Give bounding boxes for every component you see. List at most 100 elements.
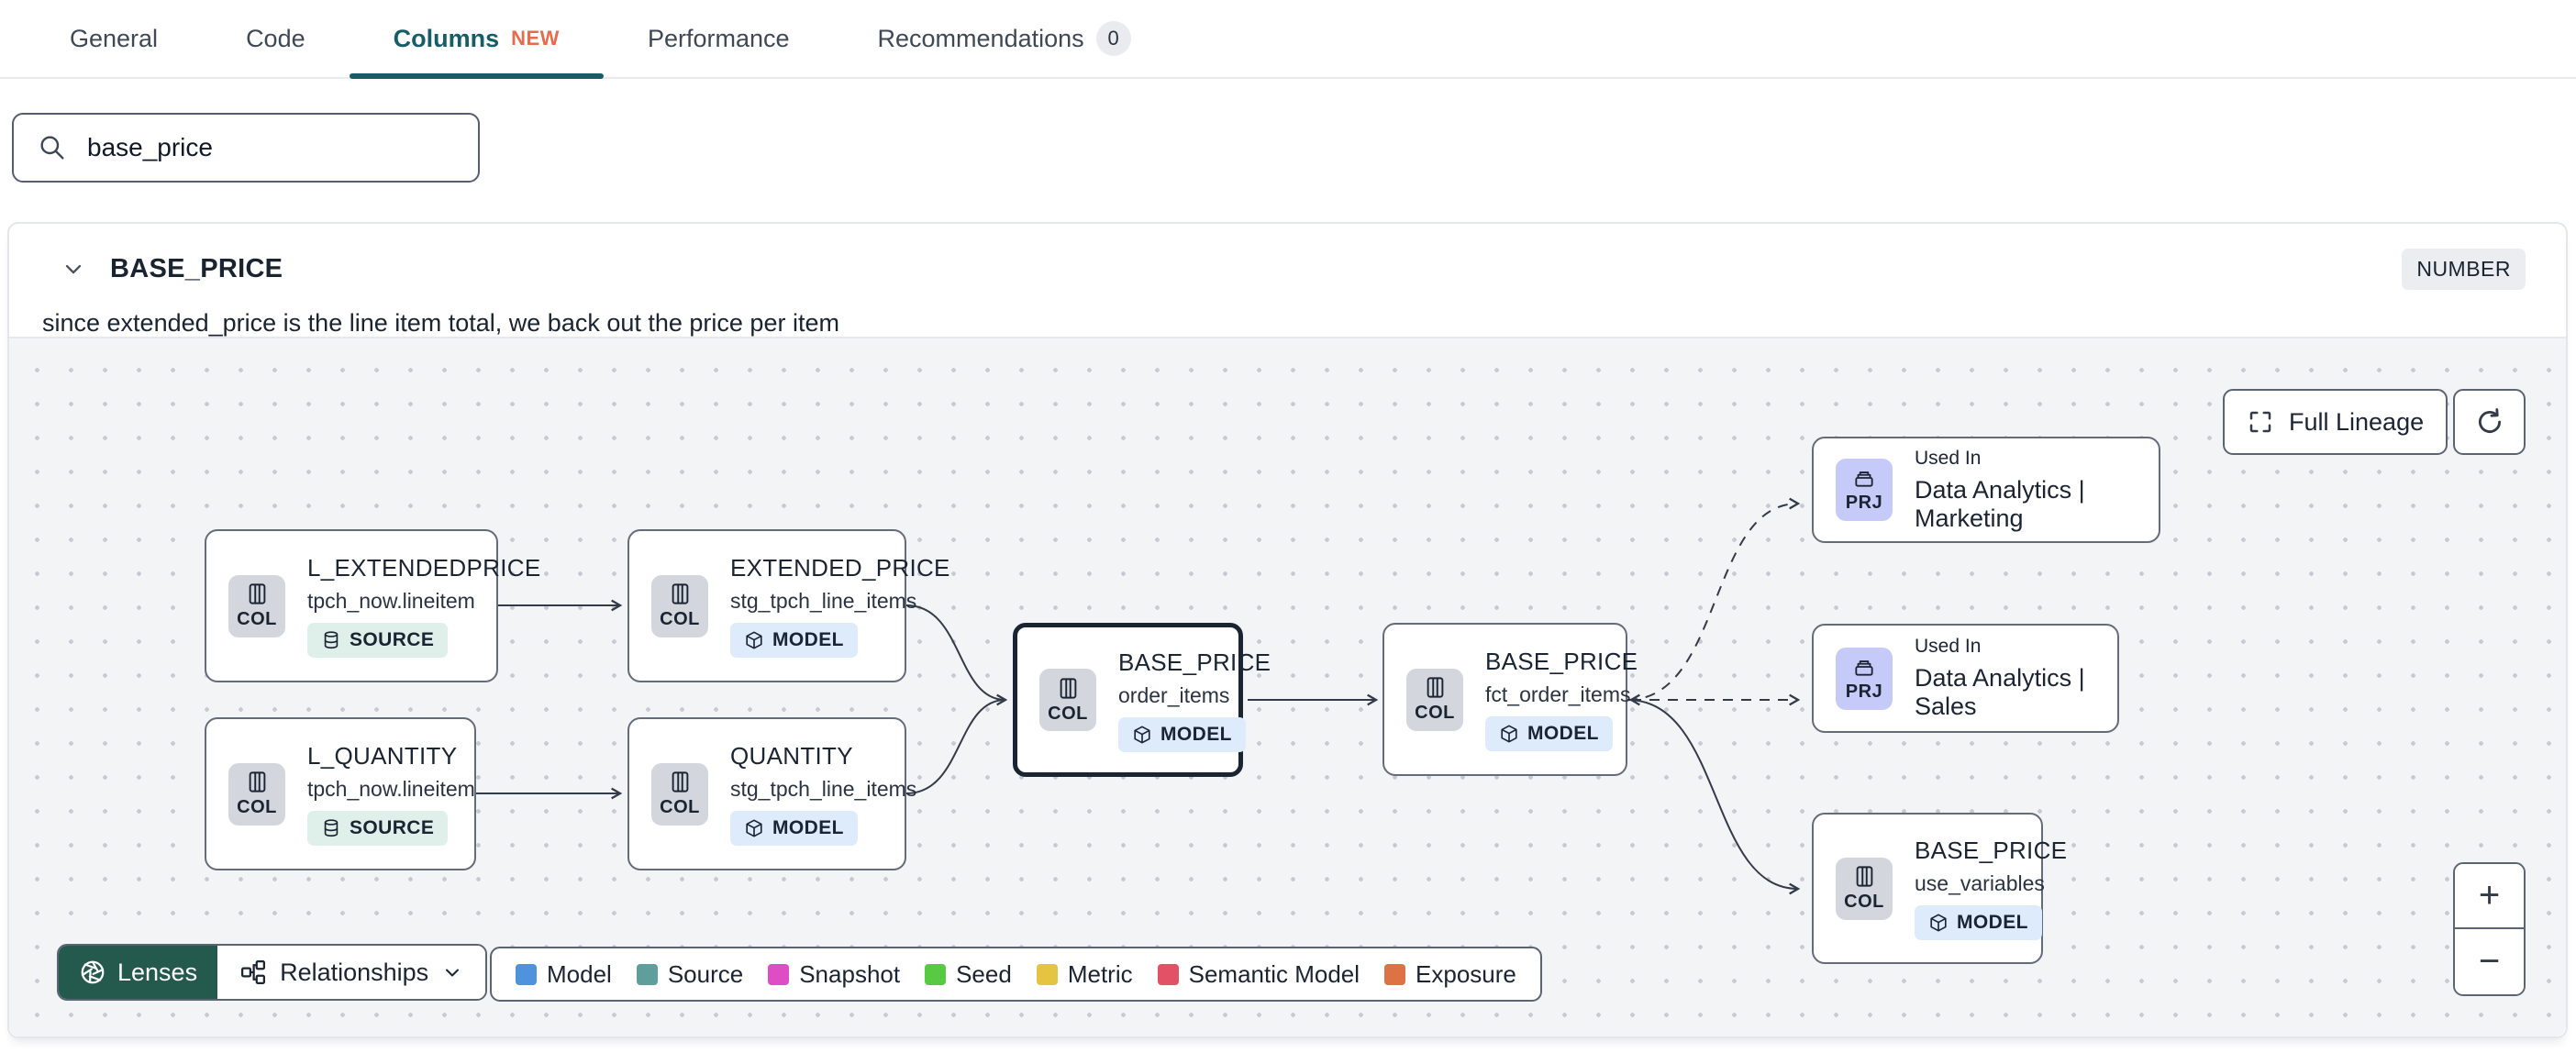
node-base-price-use-variables[interactable]: COL BASE_PRICE use_variables MODEL [1812, 813, 2067, 964]
search-area [0, 79, 2576, 183]
legend-item-metric: Metric [1036, 960, 1133, 989]
tab-bar: General Code Columns NEW Performance Rec… [0, 0, 2576, 79]
columns-icon [1060, 677, 1076, 699]
column-icon: COL [1836, 857, 1893, 920]
node-l-quantity[interactable]: COL L_QUANTITY tpch_now.lineitem SOURCE [205, 717, 476, 870]
lenses-button[interactable]: Lenses [59, 946, 218, 999]
cube-icon [1930, 914, 1947, 932]
node-subtitle: tpch_now.lineitem [307, 777, 475, 801]
legend-swatch [1157, 963, 1179, 985]
legend-swatch [516, 963, 537, 985]
relationships-dropdown[interactable]: Relationships [217, 946, 486, 999]
legend-item-source: Source [636, 960, 743, 989]
project-icon: PRJ [1836, 459, 1893, 521]
tab-code[interactable]: Code [246, 24, 305, 52]
columns-icon [249, 583, 265, 604]
edge-fct-usevariables [1627, 699, 1801, 895]
full-lineage-button[interactable]: Full Lineage [2223, 389, 2448, 455]
cube-icon [1501, 725, 1517, 743]
legend-swatch [1036, 963, 1058, 985]
tab-performance[interactable]: Performance [647, 24, 790, 52]
node-base-price-order-items[interactable]: COL BASE_PRICE order_items MODEL [1013, 623, 1271, 777]
relationships-icon [241, 960, 266, 984]
tab-general[interactable]: General [70, 24, 159, 52]
node-quantity[interactable]: COL QUANTITY stg_tpch_line_items MODEL [627, 717, 916, 870]
search-input[interactable] [87, 133, 436, 162]
column-icon: COL [651, 762, 708, 826]
refresh-button[interactable] [2453, 389, 2526, 455]
database-icon [324, 631, 339, 649]
node-subtitle: stg_tpch_line_items [730, 589, 917, 613]
column-icon: COL [651, 574, 708, 637]
column-name: BASE_PRICE [110, 253, 283, 283]
cube-icon [1134, 725, 1150, 744]
legend-item-model: Model [516, 960, 612, 989]
node-subtitle: fct_order_items [1485, 682, 1631, 706]
lineage-canvas[interactable]: COL L_EXTENDEDPRICE tpch_now.lineitem SO… [9, 337, 2566, 1036]
legend-item-snapshot: Snapshot [768, 960, 900, 989]
zoom-out-button[interactable]: − [2455, 929, 2524, 994]
columns-icon [249, 771, 265, 793]
column-icon: COL [228, 762, 285, 826]
node-subtitle: use_variables [1915, 871, 2045, 895]
legend-swatch [925, 963, 947, 985]
node-title: BASE_PRICE [1915, 837, 2068, 864]
column-icon: COL [228, 574, 285, 637]
node-extended-price[interactable]: COL EXTENDED_PRICE stg_tpch_line_items M… [627, 529, 949, 682]
lens-controls: Lenses Relationships [57, 944, 488, 1001]
zoom-controls: + − [2453, 862, 2526, 996]
chevron-down-icon[interactable] [61, 256, 86, 282]
node-title: BASE_PRICE [1118, 648, 1271, 676]
columns-icon [1856, 866, 1872, 887]
zoom-in-button[interactable]: + [2455, 864, 2524, 929]
cube-icon [746, 631, 762, 649]
node-title: EXTENDED_PRICE [730, 554, 950, 582]
new-badge: NEW [511, 27, 560, 50]
node-used-in-sales[interactable]: PRJ Used In Data Analytics | Sales [1812, 624, 2119, 733]
edge-extendedprice-baseprice [905, 604, 1008, 706]
cube-icon [746, 819, 762, 837]
column-description: since extended_price is the line item to… [42, 309, 839, 337]
tab-recommendations[interactable]: Recommendations 0 [834, 0, 1175, 77]
aperture-icon [81, 960, 105, 984]
project-icon: PRJ [1836, 647, 1893, 710]
node-title: QUANTITY [730, 742, 853, 770]
refresh-icon [2478, 408, 2501, 434]
node-subtitle: stg_tpch_line_items [730, 777, 917, 801]
legend-swatch [768, 963, 790, 985]
model-badge: MODEL [1485, 716, 1613, 751]
expand-icon [2249, 411, 2271, 433]
used-in-label: Used In [1915, 447, 1982, 469]
node-base-price-fct-order-items[interactable]: COL BASE_PRICE fct_order_items MODEL [1382, 623, 1638, 776]
columns-icon [672, 771, 688, 793]
archive-icon [1855, 471, 1873, 487]
legend-item-semantic-model: Semantic Model [1157, 960, 1360, 989]
database-icon [324, 819, 339, 837]
node-used-in-marketing[interactable]: PRJ Used In Data Analytics | Marketing [1812, 437, 2160, 543]
used-in-label: Used In [1915, 636, 1982, 657]
used-in-project: Data Analytics | Sales [1915, 664, 2085, 720]
lineage-edges [476, 497, 1801, 895]
column-icon: COL [1039, 669, 1096, 731]
recommendations-count-badge: 0 [1095, 21, 1131, 56]
node-l-extendedprice[interactable]: COL L_EXTENDEDPRICE tpch_now.lineitem SO… [205, 529, 540, 682]
node-subtitle: order_items [1118, 682, 1230, 707]
source-badge: SOURCE [307, 623, 449, 658]
used-in-project: Data Analytics | Marketing [1915, 475, 2085, 532]
search-box[interactable] [12, 113, 480, 183]
model-badge: MODEL [1915, 905, 2042, 940]
legend-item-seed: Seed [925, 960, 1012, 989]
column-icon: COL [1406, 668, 1463, 731]
column-panel: BASE_PRICE NUMBER since extended_price i… [7, 222, 2568, 1038]
tab-columns[interactable]: Columns NEW [349, 0, 605, 79]
node-title: BASE_PRICE [1485, 648, 1638, 675]
chevron-down-icon [446, 969, 460, 977]
node-title: L_QUANTITY [307, 742, 458, 770]
legend-swatch [1384, 963, 1406, 985]
model-badge: MODEL [1118, 716, 1246, 752]
model-badge: MODEL [730, 623, 858, 658]
model-badge: MODEL [730, 811, 858, 846]
column-panel-header: BASE_PRICE NUMBER [9, 240, 2566, 297]
archive-icon [1855, 660, 1873, 676]
node-title: L_EXTENDEDPRICE [307, 554, 541, 582]
